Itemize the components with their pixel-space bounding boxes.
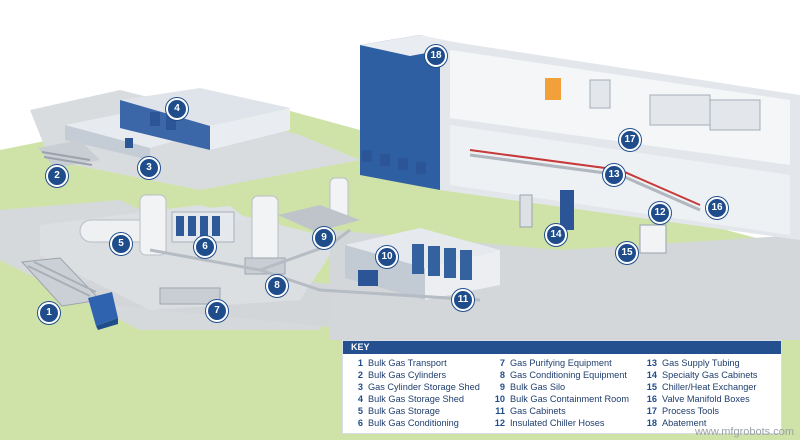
key-title: KEY	[343, 341, 781, 354]
callout-badge-8[interactable]: 8	[266, 275, 288, 297]
callout-badge-9[interactable]: 9	[313, 227, 335, 249]
storage-shed	[65, 88, 290, 160]
callout-badge-1[interactable]: 1	[38, 302, 60, 324]
callout-badge-4[interactable]: 4	[166, 98, 188, 120]
purifier-unit	[159, 287, 221, 305]
callout-badge-2[interactable]: 2	[46, 165, 68, 187]
callout-badge-5[interactable]: 5	[110, 233, 132, 255]
callout-badge-15[interactable]: 15	[616, 242, 638, 264]
callout-badge-10[interactable]: 10	[376, 246, 398, 268]
callout-badge-7[interactable]: 7	[206, 300, 228, 322]
callout-badge-18[interactable]: 18	[425, 45, 447, 67]
callout-badge-14[interactable]: 14	[545, 224, 567, 246]
callout-badge-11[interactable]: 11	[452, 289, 474, 311]
bulk-cylinders	[38, 140, 100, 168]
site-credit: www.mfgrobots.com	[694, 426, 794, 438]
gas-transport-truck	[20, 257, 118, 330]
callout-badge-13[interactable]: 13	[603, 164, 625, 186]
callout-badge-6[interactable]: 6	[194, 236, 216, 258]
callout-badge-12[interactable]: 12	[649, 202, 671, 224]
callout-badge-16[interactable]: 16	[706, 197, 728, 219]
vertical-tank-1	[139, 194, 167, 256]
silo-pad	[278, 205, 360, 232]
containment-room	[345, 228, 500, 300]
callout-badge-17[interactable]: 17	[619, 129, 641, 151]
vertical-tank-2	[251, 195, 279, 263]
callout-badge-3[interactable]: 3	[138, 157, 160, 179]
